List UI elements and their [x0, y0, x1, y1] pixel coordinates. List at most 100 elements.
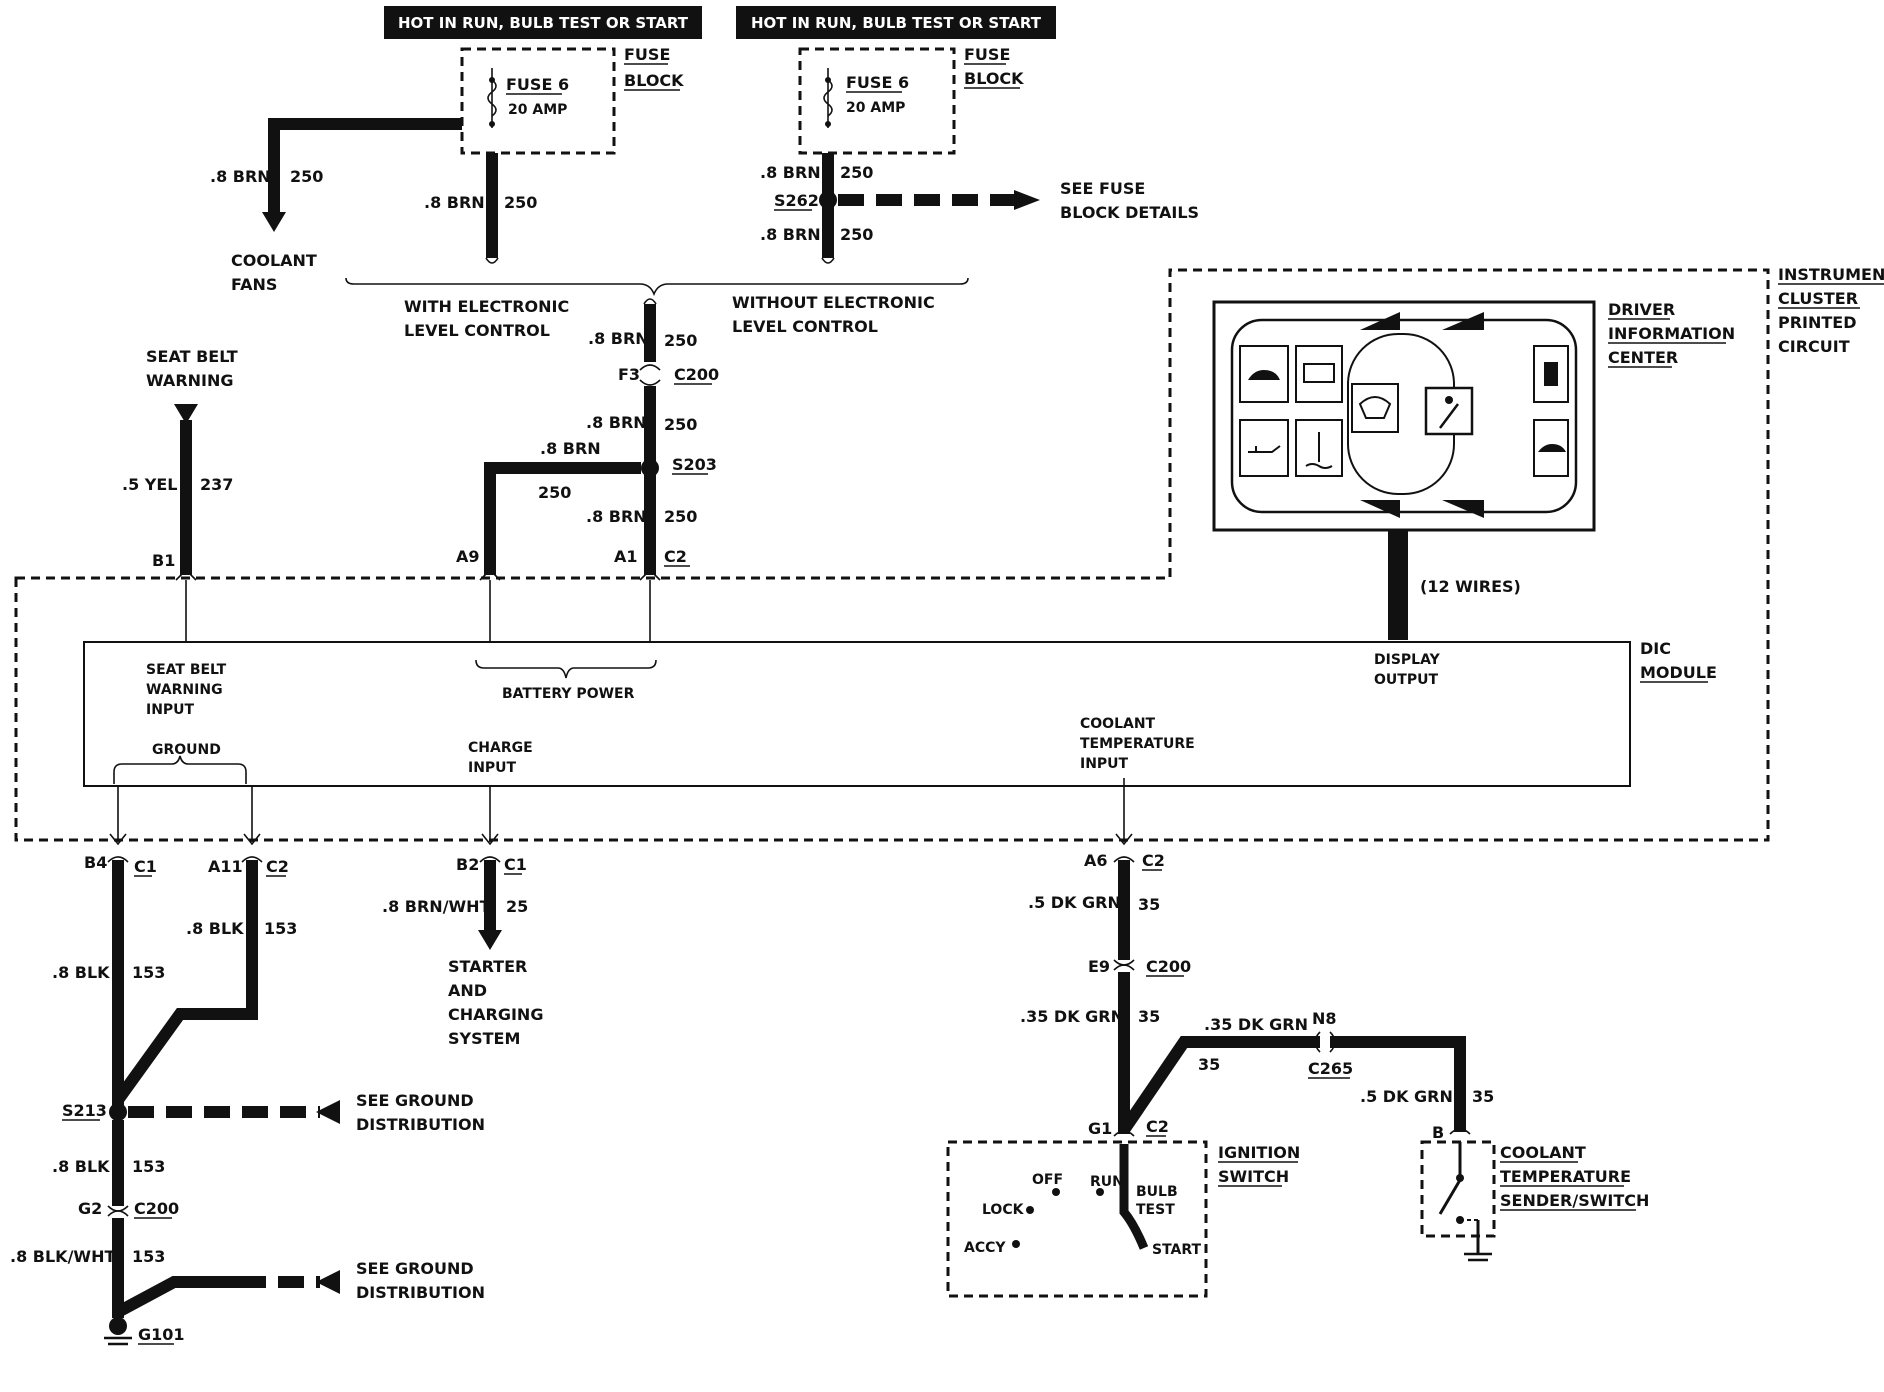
wire-fuse-left-down: .8 BRN 250	[424, 153, 537, 264]
ground-g101: G101	[138, 1325, 185, 1344]
fuse-block-left-label-1: FUSE	[624, 45, 670, 64]
seatbelt-label-1: SEAT BELT	[146, 347, 238, 366]
charge-input-2: INPUT	[468, 760, 517, 776]
coolant-fans-label-1: COOLANT	[231, 251, 317, 270]
fuse-block-right: FUSE 6 20 AMP FUSE BLOCK	[798, 45, 1024, 155]
wire-a1-color: .8 BRN	[586, 507, 647, 526]
wire-s213-circuit: 153	[132, 1157, 165, 1176]
power-header-right-text: HOT IN RUN, BULB TEST OR START	[751, 14, 1042, 32]
sender-title-2: TEMPERATURE	[1500, 1167, 1631, 1186]
wire-fuse-right-color-bot: .8 BRN	[760, 225, 821, 244]
splice-s203-dot	[641, 459, 659, 477]
pin-b1: B1	[152, 551, 175, 570]
connector-c200-coolant: C200	[1146, 957, 1191, 976]
connector-c200-top: C200	[674, 365, 719, 384]
dic-module-name-2: MODULE	[1640, 663, 1717, 682]
wire-n8-circuit: 35	[1198, 1055, 1220, 1074]
wire-battery-feed-color: .8 BRN	[588, 329, 649, 348]
fuse-block-right-label-2: BLOCK	[964, 69, 1024, 88]
see-ground-1-label-1: SEE GROUND	[356, 1091, 474, 1110]
wire-coolant-fans: .8 BRN 250 COOLANT FANS	[210, 118, 462, 294]
see-ground-2-label-2: DISTRIBUTION	[356, 1283, 485, 1302]
connector-pins-bottom: B4 C1 A11 C2 B2 C1 A6 C2	[84, 851, 1165, 877]
pin-a1: A1	[614, 547, 638, 566]
dic-center-label-2: INFORMATION	[1608, 324, 1735, 343]
splice-s262-dot	[819, 191, 837, 209]
display-output-1: DISPLAY	[1374, 652, 1441, 668]
pin-e9: E9	[1088, 957, 1110, 976]
pin-g1: G1	[1088, 1119, 1112, 1138]
wire-a6-circuit: 35	[1138, 895, 1160, 914]
pin-a11: A11	[208, 857, 243, 876]
wire-seatbelt-color: .5 YEL	[122, 475, 178, 494]
seatbelt-input-3: INPUT	[146, 702, 195, 718]
sender-title-1: COOLANT	[1500, 1143, 1586, 1162]
wire-fuse-left-circuit: 250	[504, 193, 537, 212]
wire-s203-color-top: .8 BRN	[586, 413, 647, 432]
splice-s213-dot	[109, 1103, 127, 1121]
pin-c1-left: C1	[134, 857, 157, 876]
battery-icon	[1295, 345, 1343, 403]
wire-fuse-right-down: .8 BRN 250 S262 .8 BRN 250 SEE FUSE BLOC…	[760, 153, 1199, 264]
instrument-cluster-outline: INSTRUMENT CLUSTER PRINTED CIRCUIT	[14, 265, 1884, 842]
pin-a9: A9	[456, 547, 480, 566]
coolant-input-1: COOLANT	[1080, 716, 1156, 732]
fuse-right-name: FUSE 6	[846, 73, 909, 92]
ignition-test: TEST	[1136, 1202, 1175, 1218]
ignition-bulb: BULB	[1136, 1184, 1178, 1200]
ignition-accy: ACCY	[964, 1240, 1006, 1256]
fuse-block-right-label-1: FUSE	[964, 45, 1010, 64]
coolant-input-3: INPUT	[1080, 756, 1129, 772]
starter-label-2: AND	[448, 981, 487, 1000]
ground-symbol-g101	[104, 1317, 132, 1346]
fuse-block-left: FUSE 6 20 AMP FUSE BLOCK	[460, 45, 684, 155]
wire-bundle-12: (12 WIRES)	[1388, 530, 1521, 640]
dic-center-label-1: DRIVER	[1608, 300, 1675, 319]
ignition-off: OFF	[1032, 1172, 1063, 1188]
seatbelt-input-2: WARNING	[146, 682, 223, 698]
splice-s262: S262	[774, 191, 819, 210]
wire-a6-color: .5 DK GRN	[1028, 893, 1121, 912]
wire-b-circuit: 35	[1472, 1087, 1494, 1106]
see-ground-1-label-2: DISTRIBUTION	[356, 1115, 485, 1134]
car-lamp-icon	[1239, 345, 1289, 403]
dic-center-label-3: CENTER	[1608, 348, 1678, 367]
wire-a9-circuit: 250	[538, 483, 571, 502]
power-header-left-text: HOT IN RUN, BULB TEST OR START	[398, 14, 689, 32]
wire-battery-feed: .8 BRN 250 F3 C200 .8 BRN 250 S203 .8 BR…	[484, 298, 719, 575]
wire-b4-circuit: 153	[132, 963, 165, 982]
wire-g101-color: .8 BLK/WHT	[10, 1247, 115, 1266]
power-header-left: HOT IN RUN, BULB TEST OR START	[384, 6, 702, 39]
wire-seatbelt: SEAT BELT WARNING .5 YEL 237	[122, 347, 238, 575]
splice-s203: S203	[672, 455, 717, 474]
wire-coolant-fans-circuit: 250	[290, 167, 323, 186]
fuse-block-left-label-2: BLOCK	[624, 71, 684, 90]
wire-b4-color: .8 BLK	[52, 963, 110, 982]
wire-fuse-right-circuit-top: 250	[840, 163, 873, 182]
cluster-label-2: CLUSTER	[1778, 289, 1858, 308]
option-brace: WITH ELECTRONIC LEVEL CONTROL WITHOUT EL…	[345, 277, 969, 340]
cluster-label-1: INSTRUMENT	[1778, 265, 1884, 284]
pin-c2-ignition: C2	[1146, 1117, 1169, 1136]
connector-pins-top: B1 A9 A1 C2	[152, 547, 690, 581]
wire-e9-circuit: 35	[1138, 1007, 1160, 1026]
wire-a11-circuit: 153	[264, 919, 297, 938]
wire-b-color: .5 DK GRN	[1360, 1087, 1453, 1106]
pin-g2: G2	[78, 1199, 102, 1218]
dic-module: DIC MODULE SEAT BELT WARNING INPUT BATTE…	[83, 580, 1717, 846]
washer-fluid-icon	[1351, 383, 1399, 433]
ignition-lock: LOCK	[982, 1202, 1025, 1218]
pin-c1-charge: C1	[504, 855, 527, 874]
charge-input-1: CHARGE	[468, 740, 533, 756]
starter-label-3: CHARGING	[448, 1005, 543, 1024]
with-elc-label-1: WITH ELECTRONIC	[404, 297, 569, 316]
wire-bundle-label: (12 WIRES)	[1420, 577, 1521, 596]
wire-s213-color: .8 BLK	[52, 1157, 110, 1176]
pin-c2-ground: C2	[266, 857, 289, 876]
fuse-left-name: FUSE 6	[506, 75, 569, 94]
pin-b4: B4	[84, 853, 107, 872]
wire-n8-color: .35 DK GRN	[1204, 1015, 1308, 1034]
wire-seatbelt-circuit: 237	[200, 475, 233, 494]
wire-a1-circuit: 250	[664, 507, 697, 526]
